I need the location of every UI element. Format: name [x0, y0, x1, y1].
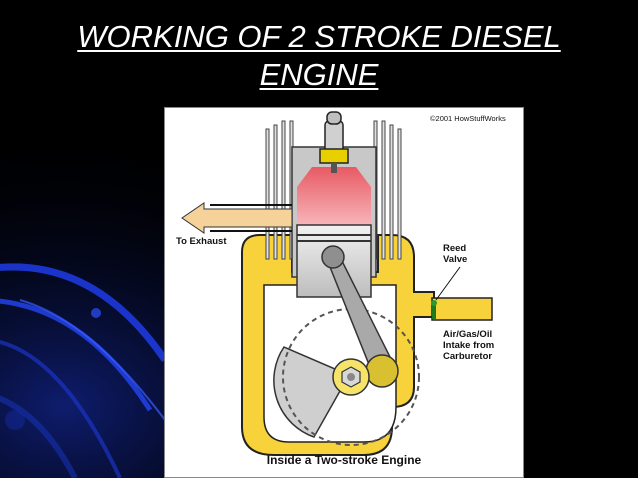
slide-title: WORKING OF 2 STROKE DIESEL ENGINE — [0, 18, 638, 94]
spark-plug-body — [324, 120, 344, 154]
label-reed-line2: Valve — [443, 254, 467, 265]
exhaust-arrow — [181, 202, 293, 234]
spark-plug-nut — [319, 148, 349, 164]
label-intake-line1: Air/Gas/Oil — [443, 329, 492, 340]
label-to-exhaust: To Exhaust — [176, 236, 227, 247]
wrist-pin — [321, 245, 345, 269]
engine-illustration: ©2001 HowStuffWorks To Exhaust Reed Valv… — [164, 107, 524, 478]
diagram-caption: Inside a Two-stroke Engine — [267, 453, 422, 467]
combustion-chamber — [297, 167, 371, 225]
reed-valve-leader — [435, 266, 461, 301]
spark-plug-electrode — [331, 163, 337, 173]
intake-pipe — [431, 297, 493, 321]
slide-title-line1: WORKING OF 2 STROKE DIESEL — [77, 19, 561, 54]
label-intake-line2: Intake from — [443, 340, 494, 351]
engine-diagram: ©2001 HowStuffWorks To Exhaust Reed Valv… — [164, 107, 524, 478]
spark-plug-tip — [326, 111, 342, 125]
label-reed-line1: Reed — [443, 243, 466, 254]
reed-valve-pivot — [431, 300, 437, 306]
slide-title-line2: ENGINE — [259, 57, 379, 92]
copyright-credit: ©2001 HowStuffWorks — [430, 114, 506, 123]
rod-bearing — [365, 354, 399, 388]
crank-counterweight — [273, 346, 351, 438]
label-intake-line3: Carburetor — [443, 351, 492, 362]
